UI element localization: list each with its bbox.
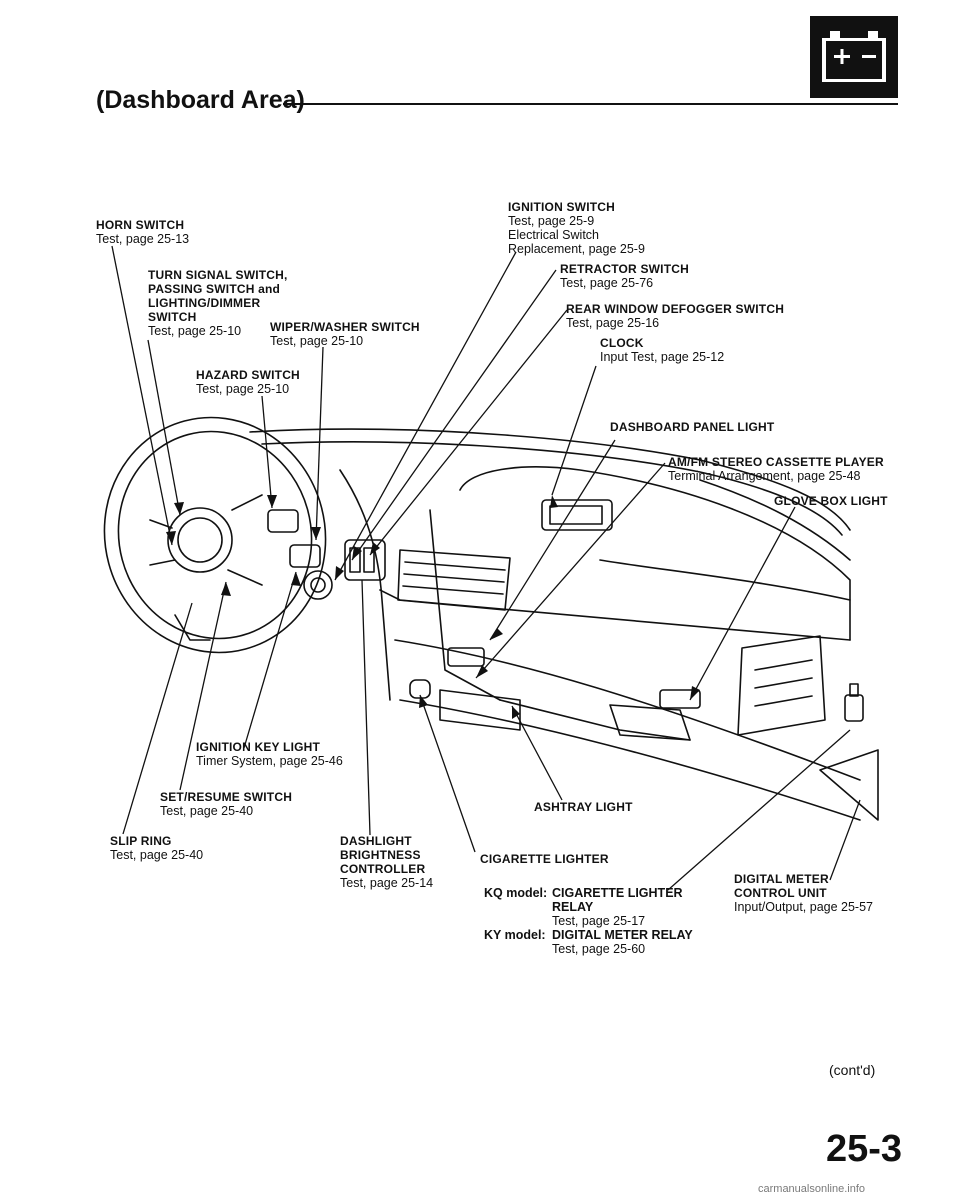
callout-cigarette-lighter: CIGARETTE LIGHTER [480,852,609,866]
callout-stereo-player: AM/FM STEREO CASSETTE PLAYER Terminal Ar… [668,455,884,483]
callout-hazard-switch: HAZARD SWITCH Test, page 25-10 [196,368,300,396]
stereo-unit [447,647,485,667]
callout-wiper-washer-switch: WIPER/WASHER SWITCH Test, page 25-10 [270,320,420,348]
steering-wheel-rim [103,416,327,654]
leader-set-resume [179,581,227,791]
callout-ashtray-light: ASHTRAY LIGHT [534,800,633,814]
leader-clock [551,365,597,496]
leader-cigarette [419,694,476,853]
callout-turn-signal-switch: TURN SIGNAL SWITCH, PASSING SWITCH and L… [148,268,288,338]
callout-retractor-switch: RETRACTOR SWITCH Test, page 25-76 [560,262,689,290]
callout-ignition-switch: IGNITION SWITCH Test, page 25-9 Electric… [508,200,645,256]
leader-wiper [315,346,324,541]
relay-note: KQ model: CIGARETTE LIGHTER RELAY Test, … [484,886,693,956]
leader-turn-signal [147,339,181,516]
callout-glove-box-light: GLOVE BOX LIGHT [774,494,888,508]
leader-ignition-key-light [243,571,297,749]
dashboard-top-edge-inner [261,441,843,536]
leader-dashlight [361,579,371,836]
battery-icon [810,16,898,98]
center-vent [397,549,511,611]
leader-stereo [475,462,666,679]
side-vent [737,635,826,736]
callout-set-resume-switch: SET/RESUME SWITCH Test, page 25-40 [160,790,293,818]
leader-retractor [351,269,557,561]
leader-slip-ring [122,602,193,835]
page-number: 25-3 [826,1128,903,1170]
center-switch-panel [344,539,386,581]
callout-digital-meter-control-unit: DIGITAL METER CONTROL UNIT Input/Output,… [734,872,873,914]
callout-dashboard-panel-light: DASHBOARD PANEL LIGHT [610,420,775,434]
meter-control-unit [819,749,879,821]
callout-horn-switch: HORN SWITCH Test, page 25-13 [96,218,190,246]
leader-relay [667,729,851,891]
dashboard-upper-surface [459,466,851,641]
callout-dashlight-controller: DASHLIGHT BRIGHTNESS CONTROLLER Test, pa… [340,834,434,890]
callout-rear-window-defogger-switch: REAR WINDOW DEFOGGER SWITCH Test, page 2… [566,302,785,330]
dashboard-top-edge [249,428,851,531]
leader-digital-meter [829,799,861,881]
leader-hazard [261,395,273,509]
leader-horn-switch [111,245,173,546]
title-rule [283,103,898,105]
ignition-key-cylinder [303,570,333,600]
leader-ignition-switch [334,251,517,581]
watermark: carmanualsonline.info [758,1183,866,1195]
callout-clock: CLOCK Input Test, page 25-12 [600,336,725,364]
ky-model-label: KY model: [484,928,546,942]
callout-slip-ring: SLIP RING Test, page 25-40 [110,834,204,862]
leader-glove-light [689,506,796,701]
continued-note: (cont'd) [829,1062,876,1078]
leader-ashtray [511,705,563,801]
leader-defogger [369,309,568,556]
horn-pad [167,507,233,573]
callout-ignition-key-light: IGNITION KEY LIGHT Timer System, page 25… [196,740,343,768]
kq-model-label: KQ model: [484,886,548,900]
page-title: (Dashboard Area) [96,86,305,114]
leader-panel-light [489,439,616,641]
dashboard-front-face [379,589,851,641]
